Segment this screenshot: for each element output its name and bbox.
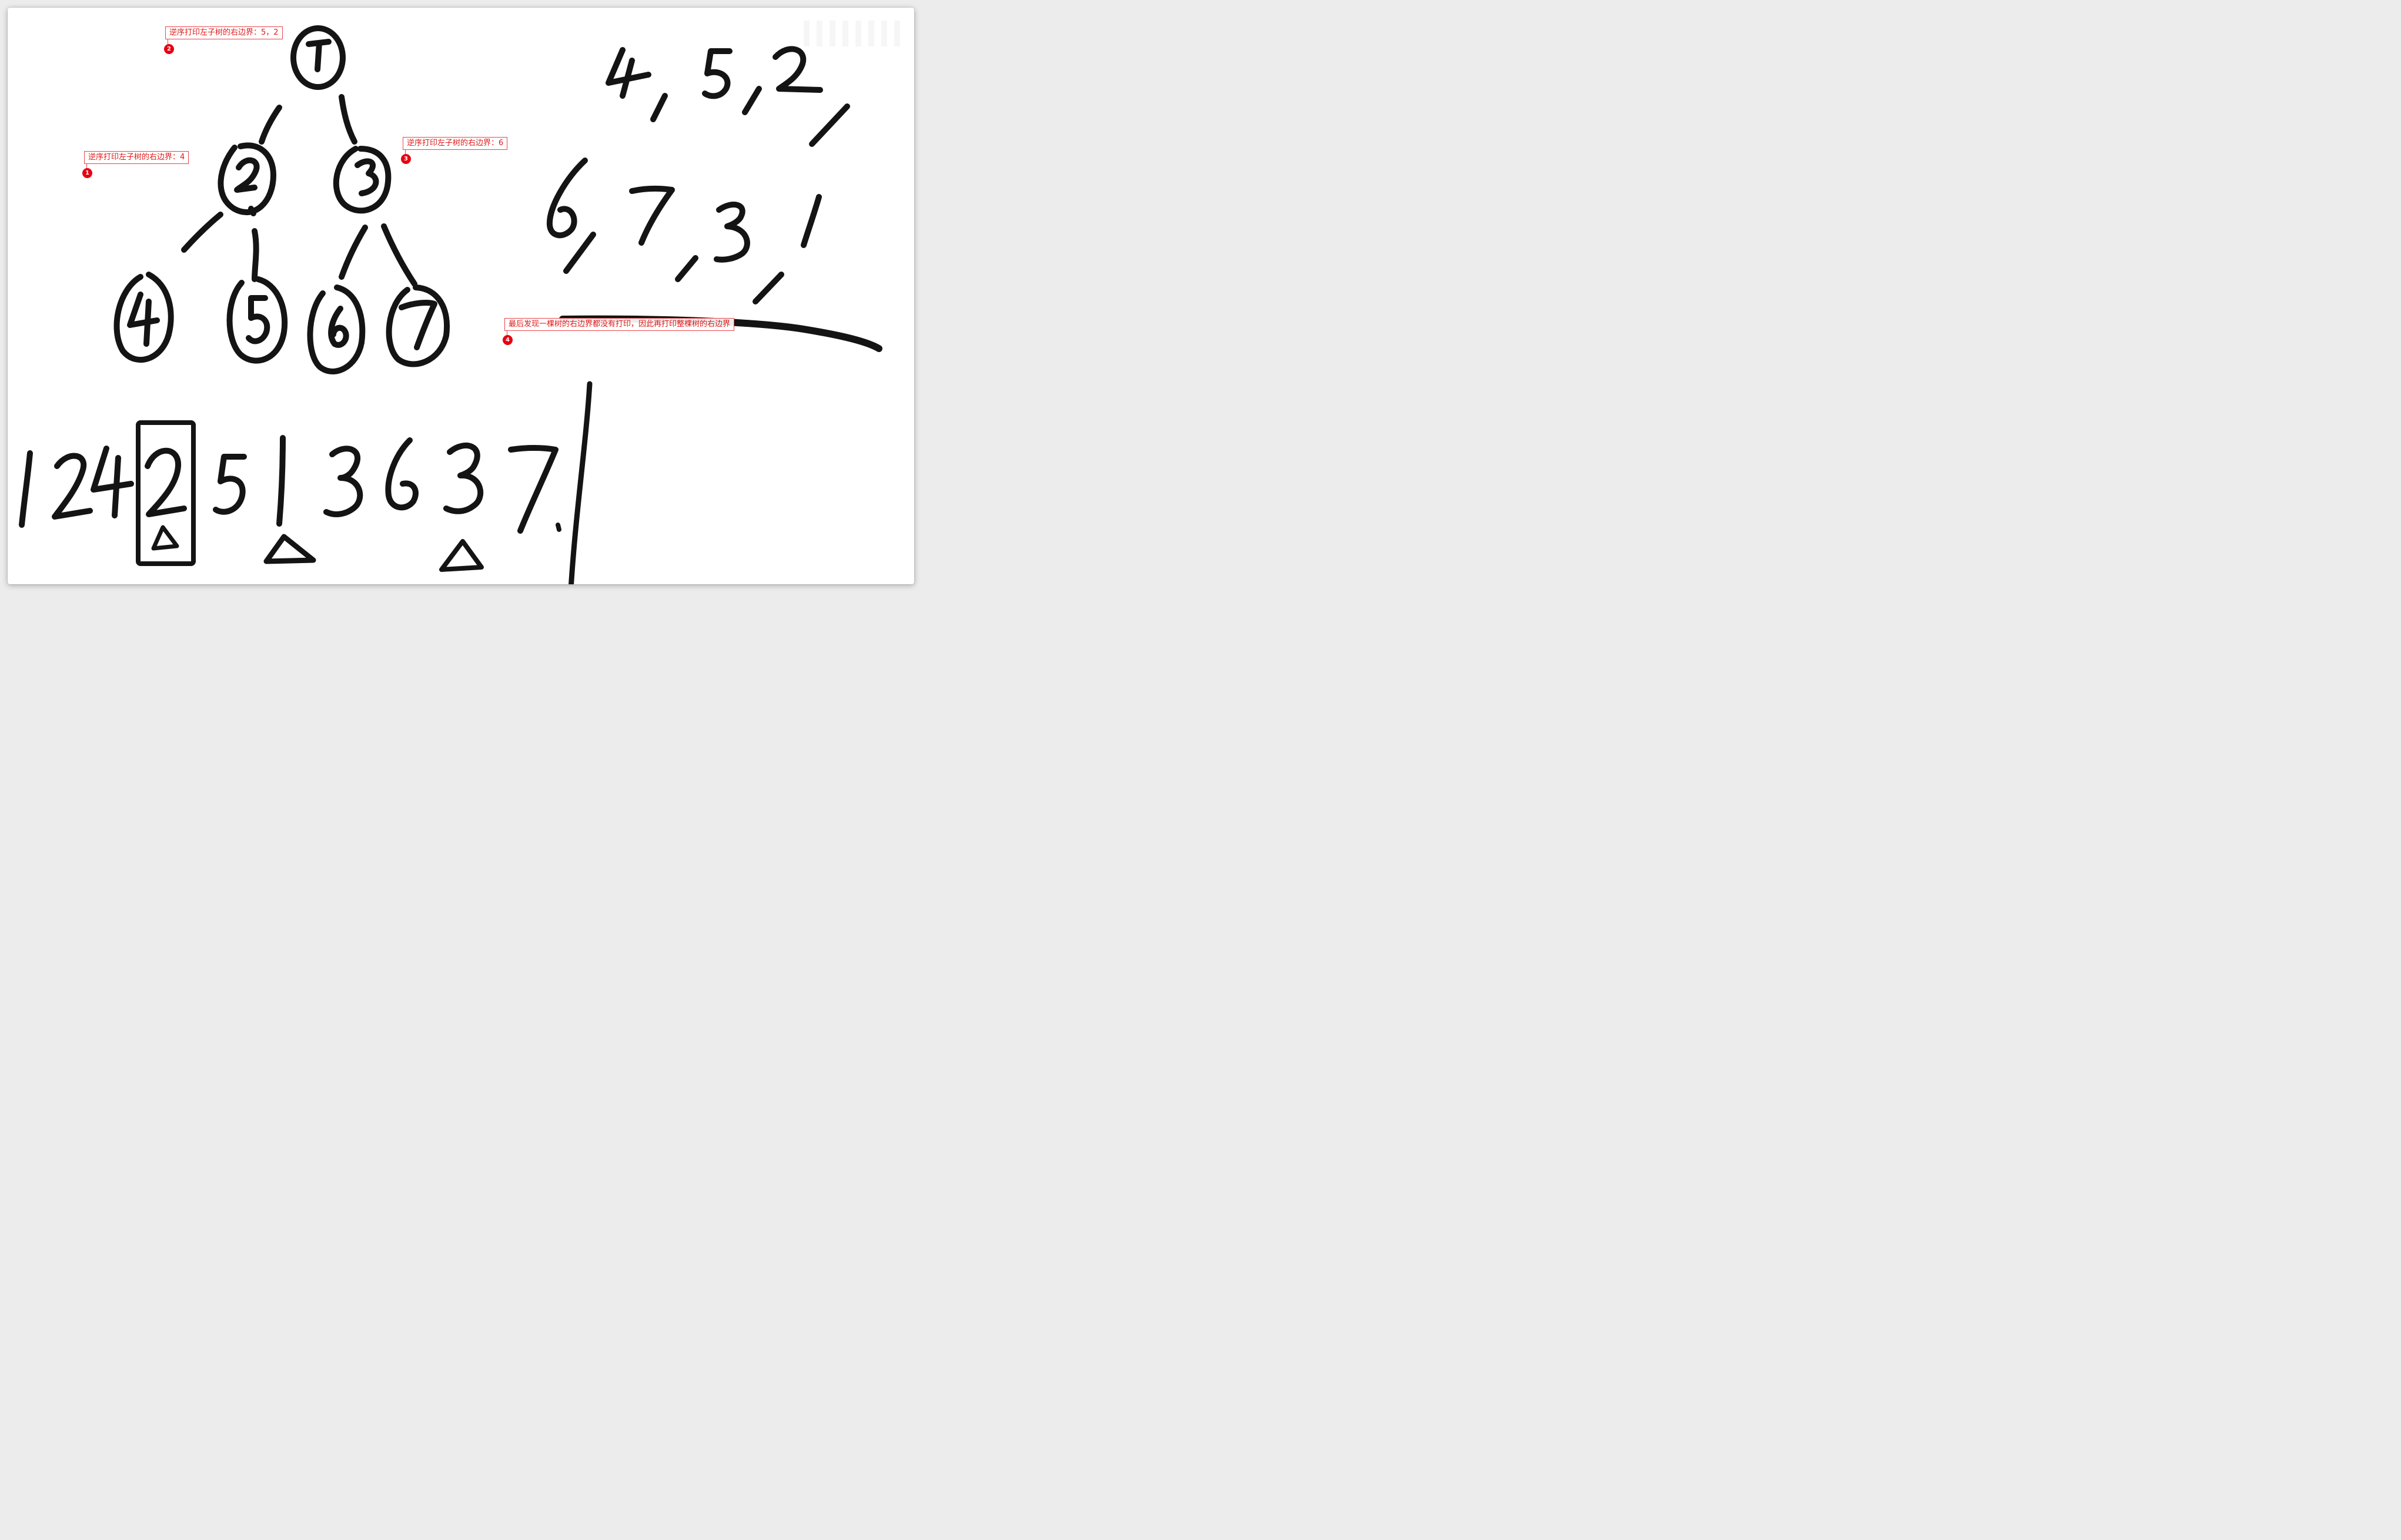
tree-node-4 [113, 272, 174, 363]
whiteboard-canvas: 逆序打印左子树的右边界：5，2 2 逆序打印左子树的右边界：4 1 逆序打印左子… [8, 8, 914, 584]
tree-node-5 [226, 276, 288, 364]
annotation-4-label: 最后发现一棵树的右边界都没有打印，因此再打印整棵树的右边界 [504, 318, 735, 331]
annotation-3-text: 逆序打印左子树的右边界：6 [407, 139, 504, 148]
watermark [804, 21, 904, 46]
output-sequence [546, 46, 850, 304]
tree-edge-2-5 [252, 228, 259, 282]
tree-node-3 [333, 146, 392, 214]
tree-node-6 [307, 284, 366, 374]
annotation-1-text: 逆序打印左子树的右边界：4 [88, 153, 185, 162]
tree-edge-3-7 [381, 223, 417, 287]
annotation-2-label: 逆序打印左子树的右边界：5，2 [165, 26, 283, 39]
annotation-4-text: 最后发现一棵树的右边界都没有打印，因此再打印整棵树的右边界 [509, 320, 731, 329]
annotation-4-marker[interactable]: 4 [503, 335, 513, 345]
tree-edge-1-3 [339, 94, 357, 145]
tree-edge-3-6 [339, 225, 368, 280]
annotation-3-marker[interactable]: 3 [401, 154, 411, 164]
tree-node-7 [386, 284, 450, 367]
divider-vertical [569, 381, 593, 584]
tree-node-2 [218, 142, 276, 216]
annotation-3-connector [405, 150, 406, 155]
tree-edge-1-2 [259, 105, 282, 145]
highlight-box [136, 420, 196, 566]
annotation-2-marker[interactable]: 2 [164, 44, 174, 54]
annotation-1-label: 逆序打印左子树的右边界：4 [84, 151, 189, 164]
tree-edge-2-4 [181, 212, 223, 253]
annotation-1-connector [86, 164, 87, 169]
tree-node-1 [290, 25, 346, 90]
annotation-2-text: 逆序打印左子树的右边界：5，2 [169, 28, 279, 37]
annotation-3-label: 逆序打印左子树的右边界：6 [403, 137, 508, 150]
traversal-sequence [19, 420, 561, 572]
annotation-1-marker[interactable]: 1 [82, 168, 92, 178]
handwriting-layer [19, 25, 882, 584]
binary-tree [113, 25, 450, 374]
